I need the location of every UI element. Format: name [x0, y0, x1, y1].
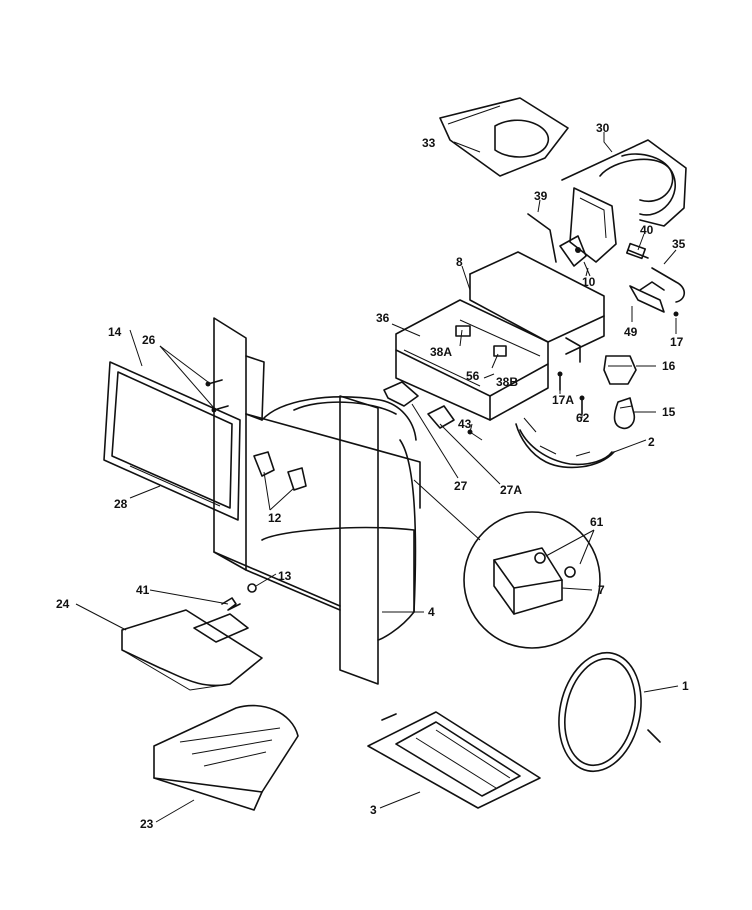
part-27-27a-bracket: [383, 381, 483, 441]
callout-36: 36: [376, 311, 390, 325]
callout-39: 39: [534, 189, 548, 203]
part-8-36-housing: [395, 251, 605, 421]
part-24-paddle: [121, 609, 263, 691]
callout-10: 10: [582, 275, 596, 289]
callout-4: 4: [428, 605, 435, 619]
callout-1: 1: [682, 679, 689, 693]
callout-17: 17: [670, 335, 684, 349]
callout-17a: 17A: [552, 393, 574, 407]
callout-13: 13: [278, 569, 292, 583]
part-12-clips: [253, 451, 307, 491]
detail-switch-circle: [413, 479, 601, 649]
callout-15: 15: [662, 405, 676, 419]
callout-38a: 38A: [430, 345, 452, 359]
callout-3: 3: [370, 803, 377, 817]
callout-28: 28: [114, 497, 128, 511]
part-1-gasket: [558, 651, 661, 773]
part-23-drip-tray: [153, 704, 299, 811]
callout-41: 41: [136, 583, 150, 597]
callout-43: 43: [458, 417, 472, 431]
callout-2: 2: [648, 435, 655, 449]
callout-33: 33: [422, 136, 436, 150]
callout-7: 7: [598, 583, 605, 597]
callout-40: 40: [640, 223, 654, 237]
callout-26: 26: [142, 333, 156, 347]
screws-17a-62-17: [557, 371, 585, 415]
callout-8: 8: [456, 255, 463, 269]
part-13-41-spring: [221, 583, 257, 611]
part-30-funnel-housing: [561, 139, 687, 263]
callout-62: 62: [576, 411, 590, 425]
callout-61: 61: [590, 515, 604, 529]
callout-23: 23: [140, 817, 154, 831]
callout-49: 49: [624, 325, 638, 339]
callout-12: 12: [268, 511, 282, 525]
callout-35: 35: [672, 237, 686, 251]
callout-27: 27: [454, 479, 468, 493]
callout-56: 56: [466, 369, 480, 383]
part-16-socket: [603, 355, 637, 385]
part-15-bulb: [613, 397, 636, 430]
part-4-chute: [261, 396, 417, 641]
part-3-heater: [367, 711, 541, 809]
callout-14: 14: [108, 325, 122, 339]
part-40-35-49-solenoid: [625, 242, 686, 317]
callout-16: 16: [662, 359, 676, 373]
callout-24: 24: [56, 597, 70, 611]
part-14-28-display: [103, 361, 241, 521]
part-2-harness: [515, 417, 615, 469]
callout-27a: 27A: [500, 483, 522, 497]
part-26-screws: [205, 379, 229, 413]
leader-lines: [75, 132, 679, 823]
part-39-actuator: [527, 213, 591, 277]
callout-labels: 33 30 39 40 35 10 8 36 38A 56 38B 49 17 …: [56, 121, 689, 831]
callout-38b: 38B: [496, 375, 518, 389]
callout-30: 30: [596, 121, 610, 135]
part-33-plate: [439, 97, 569, 177]
